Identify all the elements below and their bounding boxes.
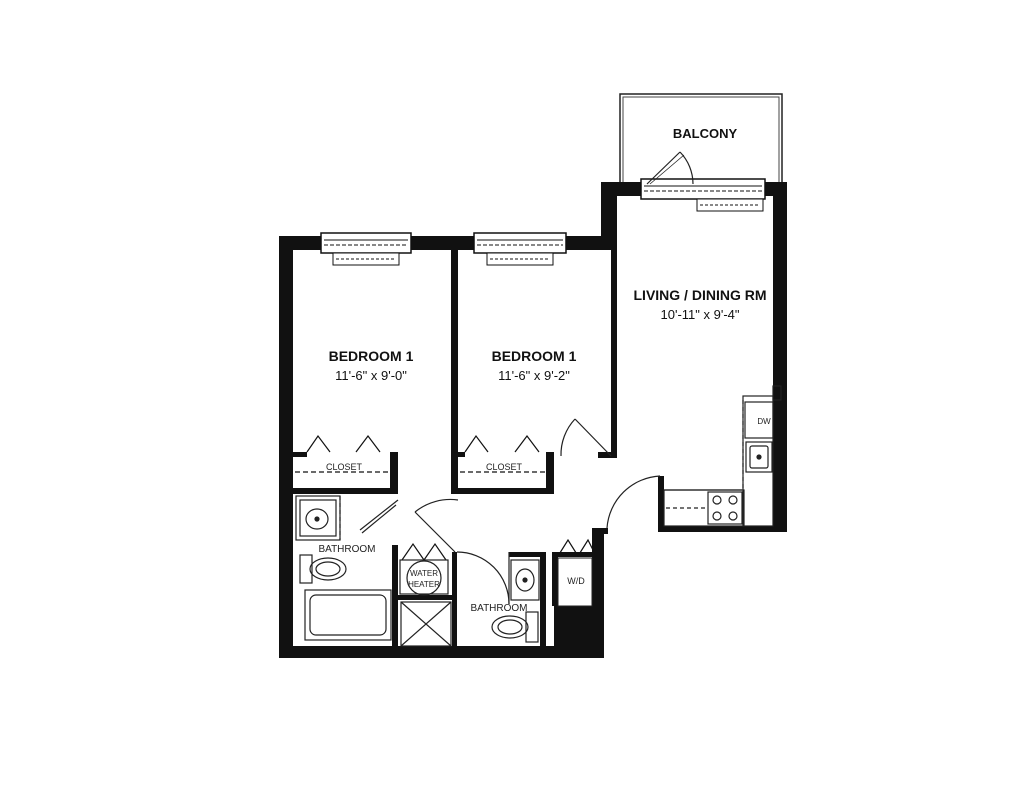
water-heater-label-2: HEATER — [408, 580, 440, 589]
bedroom-right-name: BEDROOM 1 — [492, 348, 577, 364]
water-heater-label-1: WATER — [410, 569, 438, 578]
interior-walls — [293, 196, 787, 649]
wd-closet-door — [557, 538, 597, 557]
closet-door-left — [295, 434, 390, 473]
bathroom-right-fixtures — [491, 559, 540, 643]
washer-dryer-box — [557, 557, 593, 607]
closet-door-right — [460, 434, 546, 473]
balcony-label: BALCONY — [673, 126, 738, 141]
bathroom-left-label: BATHROOM — [318, 544, 375, 555]
closet-left-label: CLOSET — [326, 462, 363, 472]
bathroom-right-label: BATHROOM — [470, 603, 527, 614]
closet-right-label: CLOSET — [486, 462, 523, 472]
washer-dryer-label: W/D — [567, 576, 585, 586]
window-bedroom-right — [473, 232, 567, 266]
bedroom-left-size: 11'-6" x 9'-0" — [335, 368, 407, 383]
balcony-door — [646, 151, 694, 185]
water-heater — [399, 559, 449, 596]
dishwasher-label: DW — [757, 417, 771, 426]
window-bedroom-left — [320, 232, 412, 266]
entry-door — [606, 475, 661, 529]
bathroom-left-fixtures — [295, 495, 392, 641]
living-room-name: LIVING / DINING RM — [634, 287, 767, 303]
bedroom-right-door — [560, 418, 612, 457]
kitchen — [663, 385, 782, 527]
bedroom-left-name: BEDROOM 1 — [329, 348, 414, 364]
bedroom-right-size: 11'-6" x 9'-2" — [498, 368, 570, 383]
window-living — [640, 178, 766, 212]
hall-door — [414, 498, 459, 553]
water-heater-door — [401, 542, 447, 561]
bathroom-right-door — [456, 551, 510, 605]
living-room-size: 10'-11" x 9'-4" — [661, 307, 740, 322]
shower — [400, 601, 452, 647]
bedroom-left-door — [359, 499, 399, 534]
